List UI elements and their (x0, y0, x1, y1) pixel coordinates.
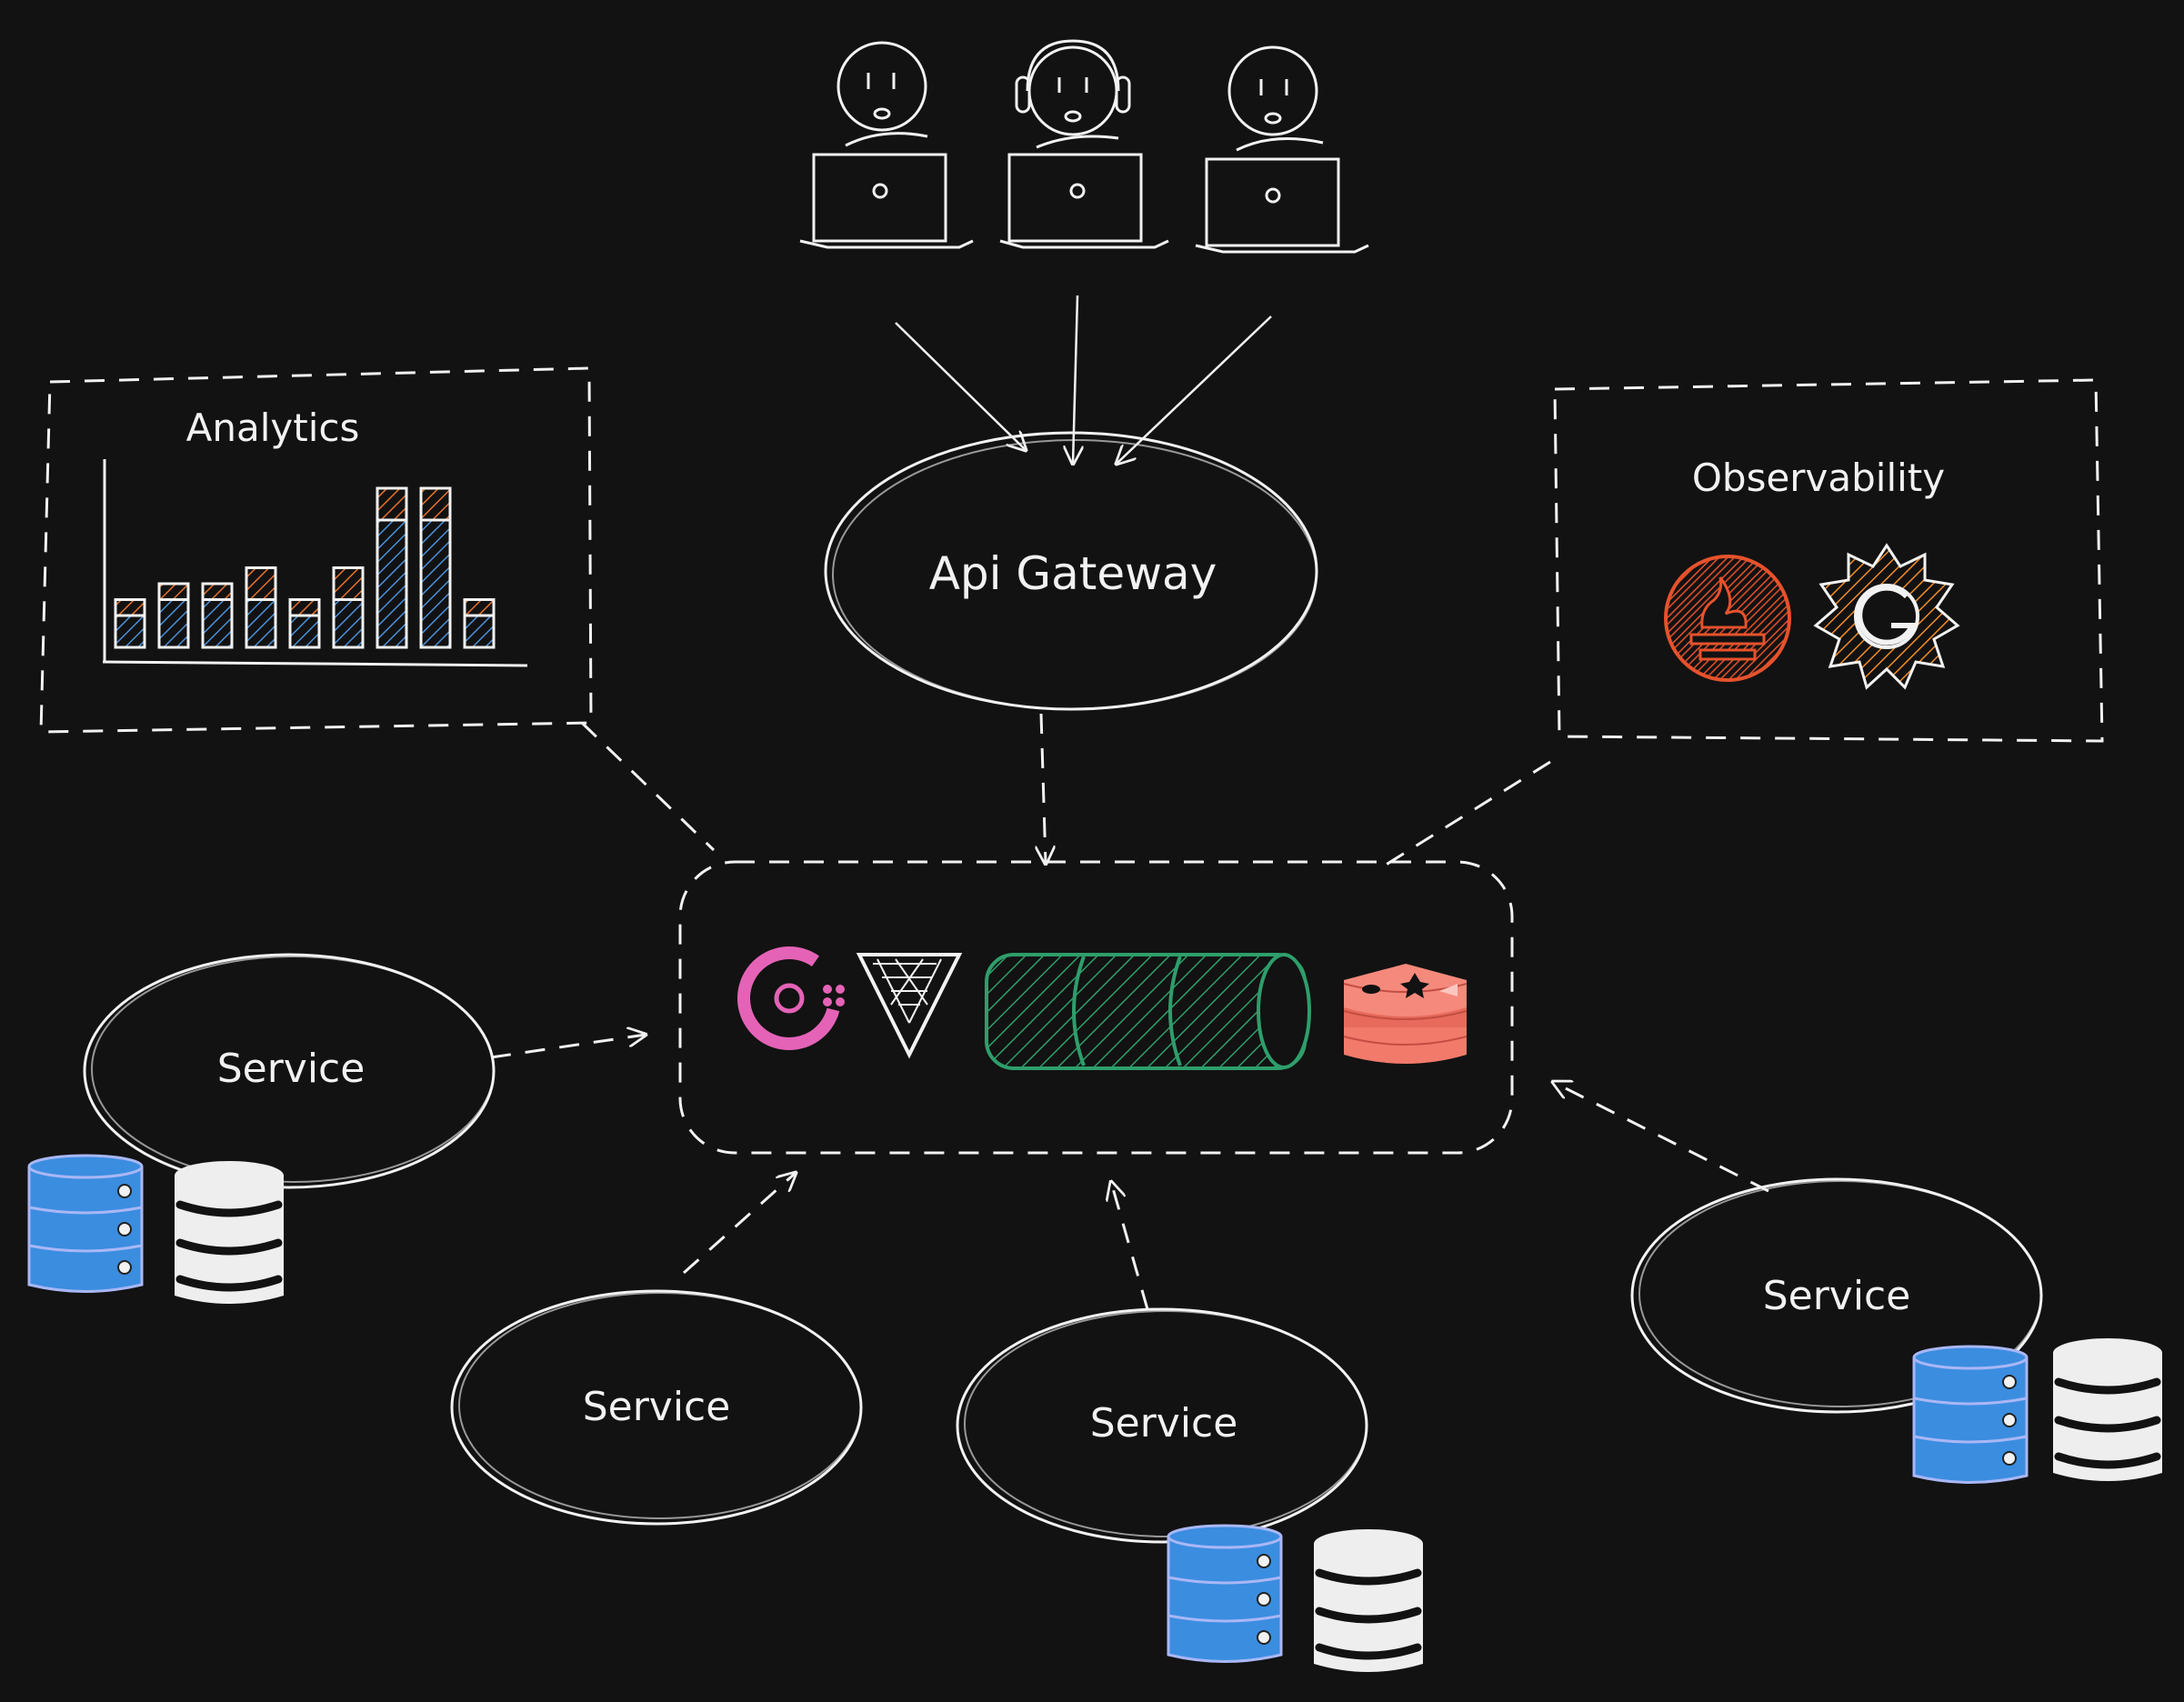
prometheus-icon (1664, 555, 1791, 682)
observability-panel: Observability (1553, 378, 2104, 743)
consul-icon (737, 946, 845, 1050)
service-node: Service (956, 1307, 1368, 1544)
chart-bar-segment (157, 598, 190, 649)
service-to-hub-arrow (1553, 1082, 1769, 1193)
chart-bar-segment (376, 518, 408, 649)
service-node: Service (1630, 1177, 2043, 1414)
service-label: Service (1090, 1400, 1238, 1447)
support-agent-icon (999, 39, 1169, 249)
redis-icon (1343, 964, 1468, 1064)
observability-label: Observability (1692, 456, 1945, 500)
chart-bar-segment (201, 582, 234, 601)
analytics-label: Analytics (186, 405, 360, 450)
chart-bar-segment (288, 614, 321, 649)
chart-bar-segment (245, 598, 277, 649)
database-white-icon (2053, 1338, 2162, 1481)
analytics-chart (102, 459, 528, 667)
database-blue-icon (1912, 1345, 2029, 1484)
api-gateway-node: Api Gateway (824, 431, 1318, 711)
chart-bar-segment (376, 486, 408, 522)
chart-bar-segment (201, 598, 234, 649)
kafka-queue-icon (985, 953, 1311, 1070)
database-white-icon (175, 1161, 284, 1304)
chart-bar-segment (114, 614, 146, 649)
infrastructure-hub (678, 860, 1514, 1155)
user-arrows (895, 295, 1272, 464)
service-node: Service (450, 1289, 863, 1526)
database-blue-icon (27, 1154, 144, 1293)
chart-bar-segment (332, 566, 365, 601)
service-label: Service (583, 1384, 731, 1430)
chart-bar-segment (419, 486, 452, 522)
vault-icon (856, 953, 963, 1059)
analytics-to-hub-connector (580, 721, 716, 852)
database-white-icon (1314, 1529, 1423, 1672)
service-to-hub-arrow (683, 1173, 796, 1275)
service-label: Service (1763, 1273, 1911, 1319)
chart-bar-segment (332, 598, 365, 649)
chart-bar-segment (419, 518, 452, 649)
chart-bar-segment (114, 598, 146, 617)
chart-bar-segment (463, 614, 496, 649)
user-icon (1195, 45, 1369, 254)
analytics-panel: Analytics (39, 366, 593, 734)
users-group (799, 39, 1369, 254)
chart-bar-segment (157, 582, 190, 601)
user-icon (799, 41, 974, 249)
chart-bar-segment (288, 598, 321, 617)
service-to-hub-arrow (490, 1035, 646, 1059)
gateway-label: Api Gateway (929, 547, 1217, 600)
observability-to-hub-connector (1379, 760, 1551, 870)
service-to-hub-arrow (1111, 1182, 1149, 1310)
grafana-icon (1813, 543, 1960, 690)
service-label: Service (217, 1046, 366, 1092)
gateway-to-hub-arrow (1041, 713, 1046, 864)
service-node: Service (83, 953, 496, 1189)
database-blue-icon (1167, 1524, 1283, 1663)
chart-bar-segment (245, 566, 277, 601)
chart-bar-segment (463, 598, 496, 617)
